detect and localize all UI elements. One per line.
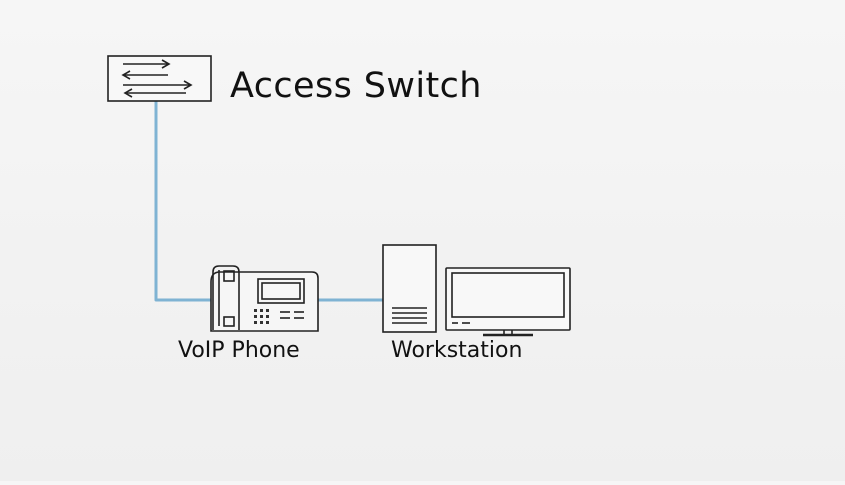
voip-phone-label: VoIP Phone — [178, 338, 300, 363]
access-switch-label: Access Switch — [230, 66, 482, 106]
desk-phone-icon — [210, 265, 319, 332]
link-switch-to-phone — [154, 101, 213, 302]
desktop-tower-icon — [382, 244, 437, 333]
network-switch-icon — [107, 55, 212, 102]
keypad-icon — [254, 309, 269, 324]
workstation-label: Workstation — [391, 338, 523, 363]
desktop-computer-icon — [445, 267, 571, 337]
